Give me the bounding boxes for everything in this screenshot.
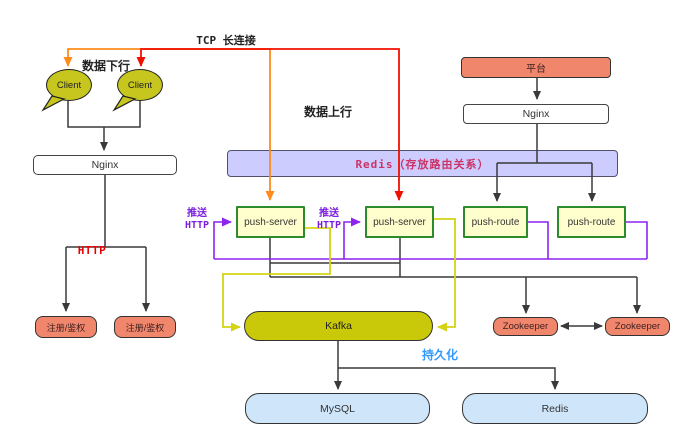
push-1-line2: HTTP [184, 219, 210, 231]
push-route2-purple-drop [626, 221, 648, 259]
push-server-node-2: push-server [365, 206, 434, 238]
zookeeper-node-1: Zookeeper [493, 317, 558, 336]
push-route-node-1: push-route [463, 206, 528, 238]
purple-to-push-server1-arrow [213, 217, 232, 259]
push-route-node-2: push-route [557, 206, 626, 238]
clients-merge-line [67, 101, 141, 128]
push-server-node-1: push-server [236, 206, 305, 238]
data-downstream-label: 数据下行 [81, 59, 130, 73]
zookeeper-2-label: Zookeeper [614, 321, 661, 332]
zookeeper-node-2: Zookeeper [605, 317, 670, 336]
push-server-1-label: push-server [244, 216, 297, 228]
tcp-line-red [136, 48, 404, 201]
mysql-node: MySQL [245, 393, 430, 424]
push-http-label-1: 推送 HTTP [180, 208, 214, 231]
redis-routing-label: Redis（存放路由关系） [355, 157, 490, 171]
push-2-line2: HTTP [316, 219, 342, 231]
push-server-bus-lines [269, 238, 637, 278]
zookeeper-1-label: Zookeeper [502, 321, 549, 332]
client-1-label: Client [56, 79, 82, 91]
redis-db-label: Redis [541, 402, 569, 415]
push-1-line1: 推送 [187, 208, 207, 219]
platform-node: 平台 [461, 57, 611, 78]
auth-1-label: 注册/鉴权 [46, 322, 86, 333]
push-server2-to-kafka-line [434, 218, 456, 332]
nginx-right-node: Nginx [463, 104, 609, 124]
push-route-1-label: push-route [471, 216, 520, 228]
tcp-connection-label: TCP 长连接 [196, 34, 256, 47]
nginx-right-label: Nginx [522, 108, 550, 120]
push-http-label-2: 推送 HTTP [312, 208, 346, 231]
push-route1-purple-drop [528, 221, 549, 259]
nginx-left-label: Nginx [91, 159, 119, 171]
kafka-label: Kafka [325, 320, 352, 332]
push-route-2-label: push-route [567, 216, 616, 228]
platform-label: 平台 [526, 64, 546, 75]
auth-node-1: 注册/鉴权 [35, 316, 97, 338]
kafka-node: Kafka [244, 311, 433, 341]
push-2-line1: 推送 [319, 208, 339, 219]
nginx-to-auth-split [66, 175, 146, 248]
auth-2-label: 注册/鉴权 [125, 322, 165, 333]
purple-to-push-server2-arrow [343, 217, 361, 259]
persistence-label: 持久化 [421, 348, 458, 362]
redis-db-node: Redis [462, 393, 648, 424]
data-upstream-label: 数据上行 [303, 105, 352, 119]
nginx-left-node: Nginx [33, 155, 177, 175]
http-label: HTTP [77, 244, 107, 257]
redis-routing-bar: Redis（存放路由关系） [227, 150, 618, 177]
mysql-label: MySQL [319, 402, 355, 415]
auth-node-2: 注册/鉴权 [114, 316, 176, 338]
kafka-to-redis-arrow [338, 367, 559, 390]
client-2-label: Client [127, 79, 153, 91]
push-server-2-label: push-server [373, 216, 426, 228]
